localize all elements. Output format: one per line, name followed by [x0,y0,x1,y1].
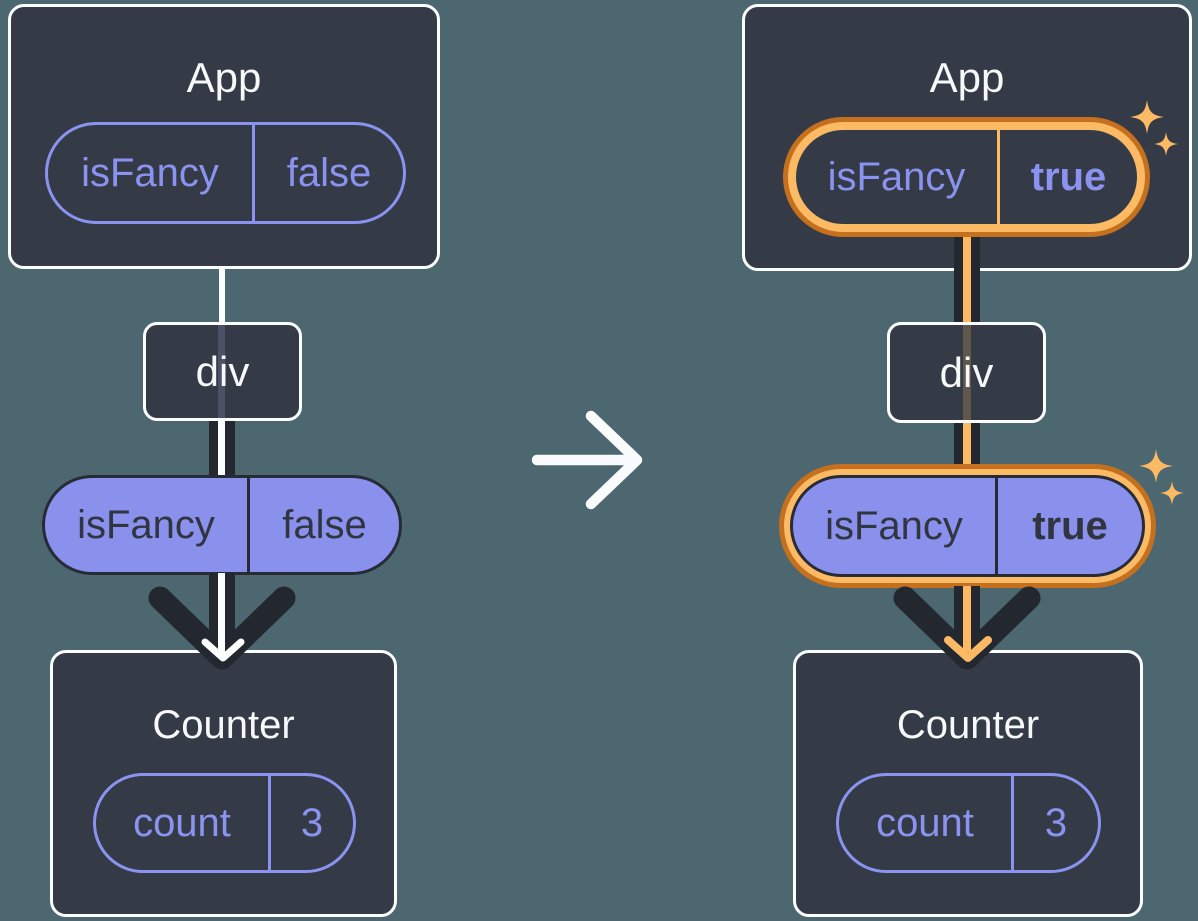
line-through-stripe [218,325,225,418]
prop-value: true [995,478,1142,574]
sparkle-icon [1160,481,1184,505]
div-label: div [195,347,250,395]
app-card: App isFancy false [8,4,440,269]
passed-prop-pill: isFancy false [42,475,402,575]
arrow-tip-icon [944,636,992,662]
div-node: div [887,322,1046,423]
div-label: div [939,348,994,396]
flow-shaft-core [963,423,971,470]
prop-value: false [252,125,403,221]
app-title: App [929,54,1005,101]
counter-card: Counter count 3 [50,650,397,917]
highlight-ring: isFancy true [779,464,1156,588]
counter-title: Counter [152,703,295,747]
highlight-ring: isFancy true [783,117,1150,237]
div-node: div [143,322,302,421]
state-pill: count 3 [93,773,356,873]
prop-value: false [247,478,399,572]
transform-arrow-icon [531,410,643,510]
line-through-stripe [963,325,971,420]
counter-card: Counter count 3 [793,650,1143,917]
counter-title: Counter [896,703,1040,747]
app-prop-pill: isFancy false [45,122,406,224]
app-prop-pill: isFancy true [796,130,1137,224]
arrow-tip-icon [201,638,245,662]
connector-app-div [219,267,225,325]
sparkle-icon [1130,100,1164,134]
app-title: App [186,54,262,101]
state-value: 3 [268,776,353,870]
prop-name: isFancy [77,503,215,547]
passed-prop-pill: isFancy true [790,475,1145,577]
prop-name: isFancy [825,504,963,548]
flow-shaft-core [218,421,225,479]
flow-shaft-core [963,586,971,652]
prop-value: true [997,130,1137,224]
sparkle-icon [1154,132,1178,156]
flow-shaft-core [963,233,971,324]
state-pill: count 3 [836,773,1101,873]
prop-name: isFancy [827,155,966,199]
state-name: count [876,801,974,845]
state-name: count [133,801,231,845]
prop-name: isFancy [81,151,219,195]
sparkle-icon [1139,449,1173,483]
state-value: 3 [1011,776,1098,870]
flow-shaft-core [218,573,225,656]
